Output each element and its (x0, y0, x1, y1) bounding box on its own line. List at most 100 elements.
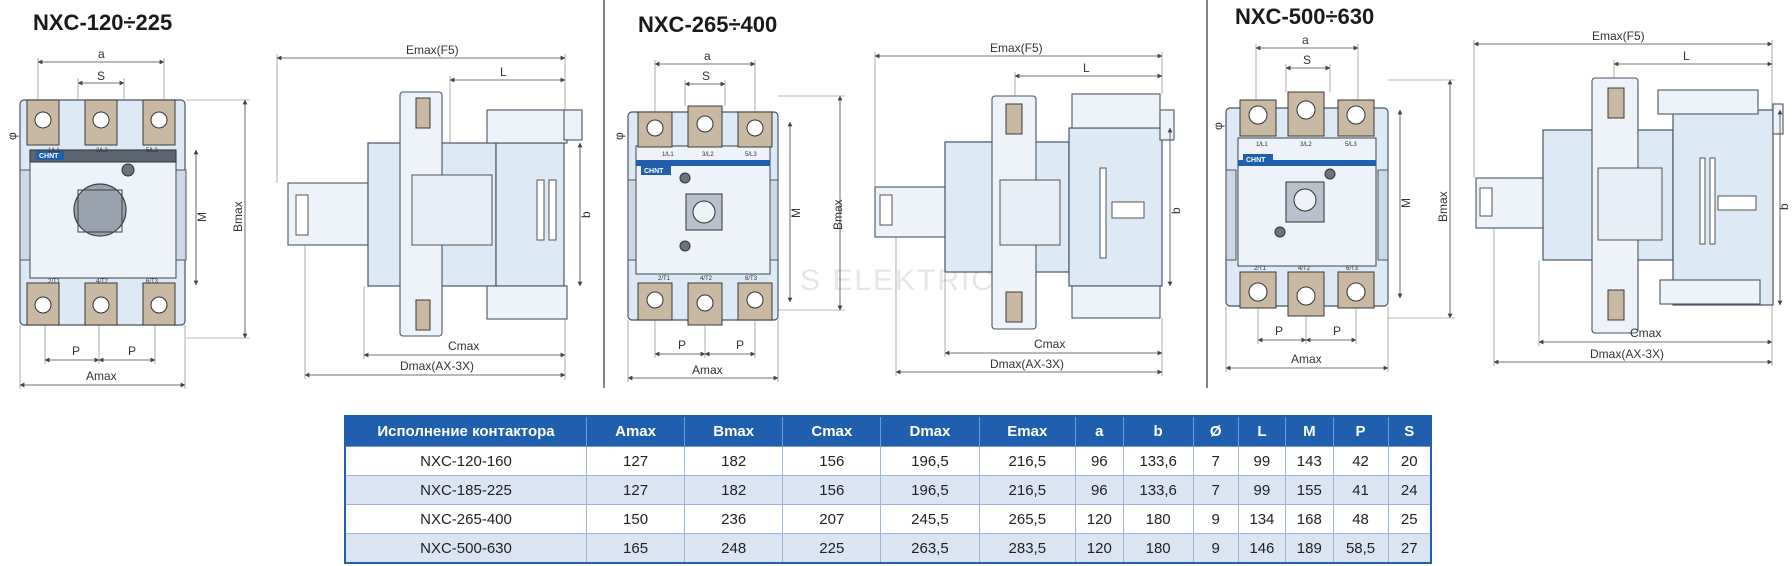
dim-s-3: S (1303, 53, 1311, 67)
svg-text:4/T2: 4/T2 (700, 276, 713, 282)
table-cell: 180 (1122, 533, 1194, 564)
dim-m-1: M (195, 212, 209, 222)
table-cell: 127 (585, 446, 686, 476)
dim-bmax-3: Bmax (1436, 191, 1450, 222)
svg-text:5/L3: 5/L3 (745, 152, 757, 158)
dim-l-3: L (1683, 49, 1690, 63)
col-header: P (1332, 415, 1389, 447)
table-cell: 165 (585, 533, 686, 564)
table-cell: NXC-120-160 (344, 446, 587, 476)
dimensions-table: Исполнение контактора Amax Bmax Cmax Dma… (344, 415, 1432, 564)
table-cell: 143 (1285, 446, 1334, 476)
table-cell: 283,5 (978, 533, 1077, 564)
table-cell: 25 (1387, 504, 1432, 534)
table-cell: 99 (1237, 446, 1287, 476)
table-cell: NXC-185-225 (344, 475, 587, 505)
table-cell: 99 (1237, 475, 1287, 505)
svg-text:4/T2: 4/T2 (96, 279, 109, 285)
table-cell: 263,5 (880, 533, 980, 564)
coil-disc (73, 183, 127, 237)
brand-logo (36, 151, 64, 160)
dim-cmax-3: Cmax (1630, 326, 1661, 340)
dim-cmax-2: Cmax (1034, 337, 1065, 351)
table-cell: 216,5 (978, 475, 1077, 505)
table-cell: 180 (1122, 504, 1194, 534)
table-cell: 225 (782, 533, 882, 564)
table-cell: 156 (782, 475, 882, 505)
svg-text:2/T1: 2/T1 (658, 276, 671, 282)
table-cell: 7 (1192, 446, 1239, 476)
brand-label-3: CHNT (1246, 157, 1266, 164)
dim-m-3: M (1399, 198, 1413, 208)
table-cell: 182 (684, 446, 784, 476)
dim-s-2: S (702, 69, 710, 83)
dim-amax-3: Amax (1291, 352, 1322, 366)
dim-phi-1: φ (5, 132, 19, 140)
table-cell: 58,5 (1332, 533, 1389, 564)
dim-b-1: b (579, 211, 593, 218)
table-cell: 196,5 (880, 475, 980, 505)
table-cell: NXC-265-400 (344, 504, 587, 534)
table-cell: 168 (1285, 504, 1334, 534)
col-header: Bmax (684, 415, 784, 447)
dim-dmax-3: Dmax(AX-3X) (1590, 347, 1664, 361)
dim-p-1a: P (72, 344, 80, 358)
table-cell: 120 (1075, 504, 1124, 534)
col-header: S (1387, 415, 1432, 447)
col-header: Emax (978, 415, 1077, 447)
dim-phi-3: φ (1211, 122, 1225, 130)
dim-m-2: M (789, 208, 803, 218)
dim-p-2a: P (678, 338, 686, 352)
table-cell: 20 (1387, 446, 1432, 476)
model-title-3: NXC-500÷630 (1235, 4, 1374, 29)
svg-text:2/T1: 2/T1 (48, 279, 61, 285)
table-cell: 216,5 (978, 446, 1077, 476)
table-cell: 189 (1285, 533, 1334, 564)
table-cell: 248 (684, 533, 784, 564)
dim-phi-2: φ (612, 132, 626, 140)
dim-a-1: a (98, 47, 105, 61)
table-cell: 24 (1387, 475, 1432, 505)
table-cell: 146 (1237, 533, 1287, 564)
dim-amax-1: Amax (86, 369, 117, 383)
dim-s-1: S (97, 69, 105, 83)
dim-p-2b: P (736, 338, 744, 352)
dim-emax-3: Emax(F5) (1592, 29, 1645, 43)
table-cell: 42 (1332, 446, 1389, 476)
table-cell: 156 (782, 446, 882, 476)
dim-dmax-2: Dmax(AX-3X) (990, 357, 1064, 371)
col-header: a (1075, 415, 1124, 447)
col-header: Cmax (782, 415, 882, 447)
model-title-1: NXC-120÷225 (33, 10, 172, 35)
dim-a-3: a (1302, 33, 1309, 47)
table-cell: 133,6 (1122, 446, 1194, 476)
front-view-3: CHNT 1/L1 3/L2 5/L3 2/T1 4/T2 6/T3 (1225, 91, 1389, 317)
dim-bmax-1: Bmax (231, 201, 245, 232)
front-view-2: CHNT 1/L1 3/L2 5/L3 2/T1 4/T2 6/T3 (627, 105, 779, 326)
svg-text:1/L1: 1/L1 (48, 148, 60, 154)
svg-text:6/T3: 6/T3 (745, 276, 758, 282)
dim-l-1: L (500, 65, 507, 79)
table-cell: 245,5 (880, 504, 980, 534)
dim-bmax-2: Bmax (831, 199, 845, 230)
dim-cmax-1: Cmax (448, 339, 479, 353)
svg-text:2/T1: 2/T1 (1254, 266, 1267, 272)
table-cell: 96 (1075, 446, 1124, 476)
dim-b-2: b (1169, 207, 1183, 214)
col-header: Исполнение контактора (344, 415, 587, 447)
table-cell: 182 (684, 475, 784, 505)
col-header: Ø (1192, 415, 1239, 447)
model-title-2: NXC-265÷400 (638, 12, 777, 37)
front-view-1: CHNT 1/L1 3/L2 5/L3 2/T1 4/T2 6/T3 (19, 99, 187, 326)
table-cell: 236 (684, 504, 784, 534)
dim-a-2: a (704, 49, 711, 63)
table-cell: 155 (1285, 475, 1334, 505)
dim-p-1b: P (128, 344, 136, 358)
table-cell: 265,5 (978, 504, 1077, 534)
brand-label-2: CHNT (644, 168, 664, 175)
table-cell: 7 (1192, 475, 1239, 505)
dim-p-3b: P (1333, 324, 1341, 338)
dim-b-3: b (1777, 203, 1791, 210)
